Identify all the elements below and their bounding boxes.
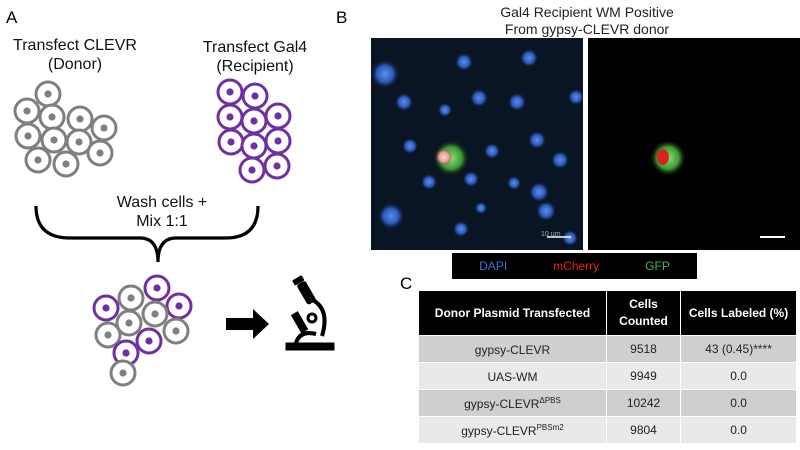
recipient-cell-cluster xyxy=(216,78,292,184)
table-row: gypsy-CLEVRΔPBS 10242 0.0 xyxy=(419,389,796,416)
recipient-cell xyxy=(264,102,292,130)
donor-cell xyxy=(40,126,68,154)
labeled-cell: 0.0 xyxy=(680,362,796,389)
recipient-cell xyxy=(264,127,292,155)
recipient-cell xyxy=(240,132,268,160)
counted-cell: 10242 xyxy=(605,389,681,416)
donor-cell xyxy=(90,114,118,142)
header-donor-plasmid: Donor Plasmid Transfected xyxy=(419,291,606,335)
micrograph-title-line1: Gal4 Recipient WM Positive xyxy=(500,4,674,20)
micrograph-title-line2: From gypsy-CLEVR donor xyxy=(504,21,670,37)
panel-a-diagram xyxy=(13,78,335,387)
mixed-cell-gray xyxy=(117,284,145,312)
donor-cell xyxy=(14,122,42,150)
recipient-cell xyxy=(240,107,268,135)
panel-b-letter: B xyxy=(336,8,348,27)
wash-label-line1: Wash cells + xyxy=(116,194,208,211)
legend-dapi: DAPI xyxy=(479,259,508,273)
scalebar-label: 10 µm xyxy=(541,231,561,238)
dapi-nuclei xyxy=(371,49,583,246)
mixed-cell-gray xyxy=(141,300,169,328)
labeled-cell: 0.0 xyxy=(680,389,796,416)
recipient-cell xyxy=(263,152,291,180)
merge-brace xyxy=(34,205,260,263)
merged-micrograph xyxy=(371,38,583,250)
counted-cell: 9518 xyxy=(605,335,681,362)
mixed-cell-gray xyxy=(162,317,190,345)
plasmid-cell: gypsy-CLEVRPBSm2 xyxy=(419,416,606,443)
plasmid-cell: gypsy-CLEVR xyxy=(419,335,606,362)
right-arrow-icon xyxy=(226,309,269,339)
legend-gfp: GFP xyxy=(645,259,670,273)
donor-cell xyxy=(86,139,114,167)
channel-legend: DAPI mCherry GFP xyxy=(452,253,697,279)
donor-label-line2: (Donor) xyxy=(47,56,103,73)
mixed-cell-purple xyxy=(165,292,193,320)
legend-mcherry: mCherry xyxy=(553,259,600,273)
recipient-label-line2: (Recipient) xyxy=(216,58,294,75)
recipient-cell xyxy=(217,128,245,156)
counted-cell: 9804 xyxy=(605,416,681,443)
donor-cell xyxy=(38,103,66,131)
mcherry-signal xyxy=(657,149,669,165)
microscope-icon xyxy=(285,275,335,351)
plasmid-cell: gypsy-CLEVRΔPBS xyxy=(419,389,606,416)
mixed-cell-gray xyxy=(115,309,143,337)
counted-cell: 9949 xyxy=(605,362,681,389)
recipient-cell xyxy=(216,103,244,131)
mixed-cell-gray xyxy=(109,359,137,387)
micrograph-title: Gal4 Recipient WM Positive From gypsy-CL… xyxy=(372,4,800,38)
mixed-cell-cluster xyxy=(92,274,193,387)
header-cells-labeled: Cells Labeled (%) xyxy=(680,291,796,335)
wash-mix-label: Wash cells + Mix 1:1 xyxy=(92,193,232,231)
donor-cell xyxy=(34,80,62,108)
recipient-label-line1: Transfect Gal4 xyxy=(202,39,308,56)
channel-micrograph xyxy=(588,38,800,250)
header-cells-counted: Cells Counted xyxy=(605,291,681,335)
results-table: Donor Plasmid Transfected Cells Counted … xyxy=(419,291,796,443)
donor-cell xyxy=(52,150,80,178)
labeled-cell: 0.0 xyxy=(680,416,796,443)
mcherry-dapi-nucleus xyxy=(436,149,452,165)
donor-cell xyxy=(65,128,93,156)
wash-label-line2: Mix 1:1 xyxy=(136,213,188,230)
recipient-label: Transfect Gal4 (Recipient) xyxy=(185,38,325,76)
plasmid-cell: UAS-WM xyxy=(419,362,606,389)
donor-label-line1: Transfect CLEVR xyxy=(13,37,137,54)
mixed-cell-gray xyxy=(94,321,122,349)
mixed-cell-purple xyxy=(135,327,163,355)
labeled-cell: 43 (0.45)**** xyxy=(680,335,796,362)
table-row: UAS-WM 9949 0.0 xyxy=(419,362,796,389)
recipient-cell xyxy=(216,78,244,106)
donor-label: Transfect CLEVR (Donor) xyxy=(0,36,150,74)
panel-c-letter: C xyxy=(400,274,413,293)
mixed-cell-purple xyxy=(92,294,120,322)
table-header-row: Donor Plasmid Transfected Cells Counted … xyxy=(419,291,796,335)
table-row: gypsy-CLEVR 9518 43 (0.45)**** xyxy=(419,335,796,362)
table-row: gypsy-CLEVRPBSm2 9804 0.0 xyxy=(419,416,796,443)
donor-cell xyxy=(13,97,41,125)
recipient-cell xyxy=(241,82,269,110)
donor-cell xyxy=(24,146,52,174)
recipient-cell xyxy=(238,156,266,184)
panel-a-letter: A xyxy=(6,8,18,27)
donor-cell xyxy=(66,105,94,133)
mixed-cell-purple xyxy=(143,274,171,302)
donor-cell-cluster xyxy=(13,80,118,178)
